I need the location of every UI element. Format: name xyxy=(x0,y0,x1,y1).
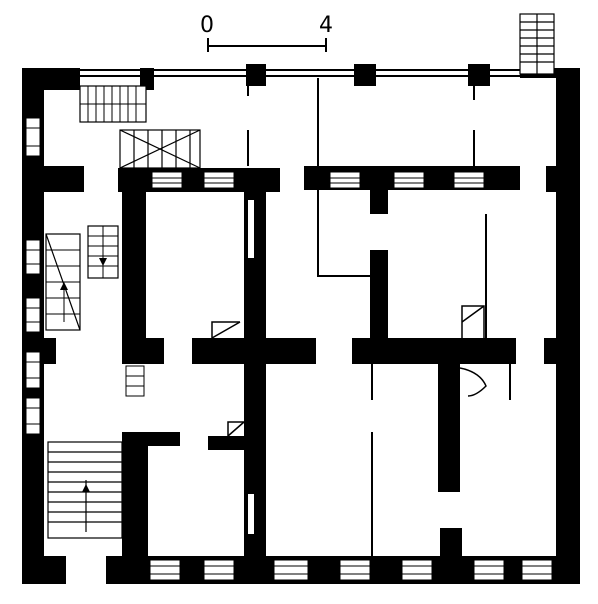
stair-top-right xyxy=(519,13,555,75)
bottom-window-muntins xyxy=(150,565,552,575)
door-swings xyxy=(211,305,487,437)
stair-lower-arrow-icon xyxy=(82,484,90,492)
scale-bar: 0 4 xyxy=(200,13,333,52)
stair-arrow-icon xyxy=(60,258,107,290)
corridor-window xyxy=(125,365,145,397)
top-facade-lines xyxy=(80,69,524,77)
stair-left-corridor-treads xyxy=(46,226,118,322)
centre-wall-slits xyxy=(248,200,254,534)
interior-window-openings xyxy=(151,171,485,189)
stair-crossed xyxy=(119,129,201,169)
scale-start-label: 0 xyxy=(200,13,214,38)
bottom-wall-windows xyxy=(149,559,553,581)
scale-end-label: 4 xyxy=(319,13,333,38)
bottom-entrance-gap xyxy=(66,556,106,584)
stair-top-left-treads xyxy=(80,86,146,122)
left-window-muntins xyxy=(26,127,40,425)
interior-window-muntins xyxy=(152,177,484,184)
stair-lower-left xyxy=(47,441,123,539)
